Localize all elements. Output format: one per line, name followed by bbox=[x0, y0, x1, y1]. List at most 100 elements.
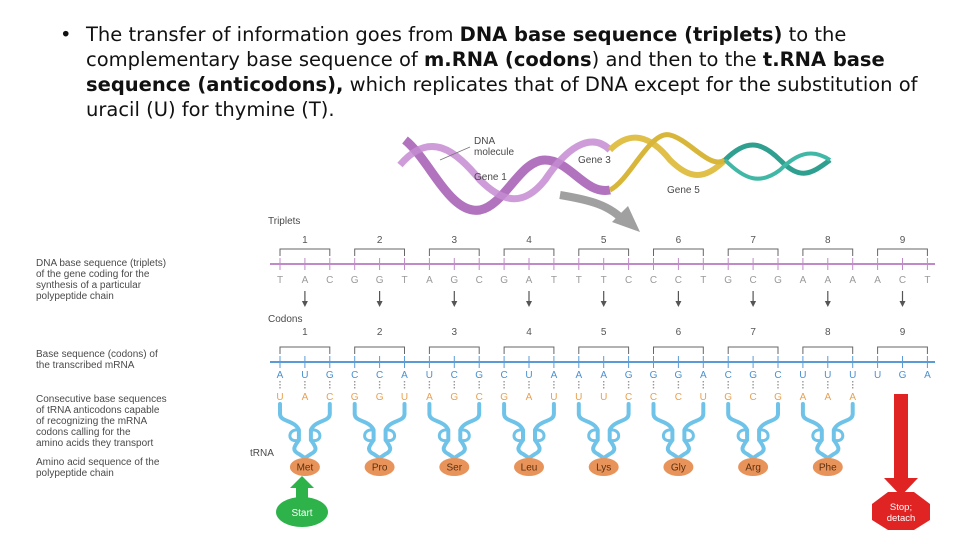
anticodon-base: G bbox=[724, 392, 732, 403]
dna-base: C bbox=[749, 275, 756, 286]
triplet-number: 3 bbox=[452, 235, 458, 246]
anticodon-base: A bbox=[824, 392, 831, 403]
codon-number: 5 bbox=[601, 327, 607, 338]
trna-molecule bbox=[302, 402, 332, 460]
trna-loop bbox=[437, 428, 471, 443]
bullet-text: The transfer of information goes from DN… bbox=[86, 22, 942, 122]
desc-line: DNA base sequence (triplets) bbox=[36, 258, 166, 269]
anticodon-base: A bbox=[426, 392, 433, 403]
amino-acid-label: Pro bbox=[372, 463, 388, 474]
mrna-base: A bbox=[700, 370, 707, 381]
mrna-base: A bbox=[277, 370, 284, 381]
dna-base: G bbox=[376, 275, 384, 286]
mrna-base: G bbox=[650, 370, 658, 381]
transcription-arrowhead bbox=[600, 301, 607, 307]
anticodon-base: A bbox=[526, 392, 533, 403]
mrna-base: G bbox=[475, 370, 483, 381]
desc-line: Base sequence (codons) of bbox=[36, 349, 158, 360]
trna-molecule bbox=[676, 402, 706, 460]
codon-bracket bbox=[653, 346, 704, 354]
desc-line: the transcribed mRNA bbox=[36, 360, 135, 371]
trna-loop bbox=[587, 428, 621, 443]
triplet-bracket bbox=[727, 248, 779, 256]
transcription-arrowhead bbox=[301, 301, 308, 307]
codon-bracket bbox=[578, 346, 630, 354]
triplet-bracket bbox=[354, 248, 405, 256]
triplet-bracket bbox=[877, 248, 928, 256]
dna-base: G bbox=[724, 275, 732, 286]
bold-dna-base-sequence: DNA base sequence (triplets) bbox=[459, 23, 783, 46]
anticodon-base: G bbox=[500, 392, 508, 403]
anticodon-base: G bbox=[450, 392, 458, 403]
amino-acid-label: Ser bbox=[447, 463, 463, 474]
codon-number: 3 bbox=[452, 327, 458, 338]
anticodon-base: U bbox=[700, 392, 707, 403]
triplet-number: 4 bbox=[526, 235, 532, 246]
amino-acid-met bbox=[289, 458, 320, 476]
dna-base: T bbox=[700, 275, 706, 286]
triplet-number: 7 bbox=[750, 235, 756, 246]
trna-loop bbox=[661, 428, 695, 443]
anticodon-base: U bbox=[550, 392, 557, 403]
codon-number: 6 bbox=[676, 327, 682, 338]
amino-acid-gly bbox=[663, 458, 694, 476]
desc-line: of recognizing the mRNA bbox=[36, 416, 147, 427]
dna-base: T bbox=[576, 275, 582, 286]
codon-bracket bbox=[279, 346, 331, 354]
start-marker: Start bbox=[276, 476, 328, 527]
mrna-base: G bbox=[749, 370, 757, 381]
transcription-arrowhead bbox=[675, 301, 682, 307]
mrna-base: A bbox=[600, 370, 607, 381]
stop-label-1: Stop; bbox=[890, 502, 912, 513]
text-seg: ) and then to the bbox=[591, 48, 763, 71]
anticodon-base: C bbox=[625, 392, 632, 403]
trna-loop bbox=[512, 428, 546, 443]
anticodon-base: C bbox=[749, 392, 756, 403]
desc-line: amino acids they transport bbox=[36, 438, 154, 449]
gene5-label: Gene 5 bbox=[667, 185, 700, 196]
amino-acid-lys bbox=[588, 458, 619, 476]
dna-base: T bbox=[401, 275, 407, 286]
mrna-base: C bbox=[351, 370, 358, 381]
mrna-base: G bbox=[625, 370, 633, 381]
desc-line: polypeptide chain bbox=[36, 291, 114, 302]
transcription-arrowhead bbox=[899, 301, 906, 307]
amino-acid-arg bbox=[738, 458, 769, 476]
trna-molecule bbox=[527, 402, 556, 460]
desc-line: Amino acid sequence of the bbox=[36, 457, 160, 468]
trna-molecule bbox=[278, 402, 307, 460]
desc-line: polypeptide chain bbox=[36, 468, 114, 479]
amino-acid-label: Gly bbox=[671, 463, 686, 474]
dna-molecule-helix bbox=[397, 132, 832, 232]
dna-description: DNA base sequence (triplets) of the gene… bbox=[36, 258, 166, 302]
mrna-base: C bbox=[725, 370, 732, 381]
amino-acid-label: Met bbox=[297, 463, 314, 474]
mrna-base: U bbox=[849, 370, 856, 381]
triplet-number: 8 bbox=[825, 235, 831, 246]
amino-acid-ser bbox=[439, 458, 470, 476]
triplet-bracket bbox=[503, 248, 555, 256]
mrna-base: C bbox=[774, 370, 781, 381]
mrna-base: U bbox=[874, 370, 881, 381]
codon-number: 2 bbox=[377, 327, 383, 338]
dna-base: C bbox=[899, 275, 906, 286]
dna-base: C bbox=[476, 275, 483, 286]
anticodon-base: G bbox=[774, 392, 782, 403]
mrna-base: U bbox=[301, 370, 308, 381]
desc-line: of the gene coding for the bbox=[36, 269, 150, 280]
codon-number: 7 bbox=[750, 327, 756, 338]
mrna-base: U bbox=[525, 370, 532, 381]
dna-base: A bbox=[824, 275, 831, 286]
trna-molecule bbox=[800, 402, 830, 460]
trna-molecule bbox=[601, 402, 631, 460]
dna-base: A bbox=[302, 275, 309, 286]
dna-base: G bbox=[774, 275, 782, 286]
anticodon-base: U bbox=[575, 392, 582, 403]
desc-line: of tRNA anticodons capable bbox=[36, 405, 160, 416]
trna-molecule bbox=[651, 402, 681, 460]
codon-number: 1 bbox=[302, 327, 308, 338]
dna-base: G bbox=[351, 275, 359, 286]
anticodon-base: U bbox=[401, 392, 408, 403]
